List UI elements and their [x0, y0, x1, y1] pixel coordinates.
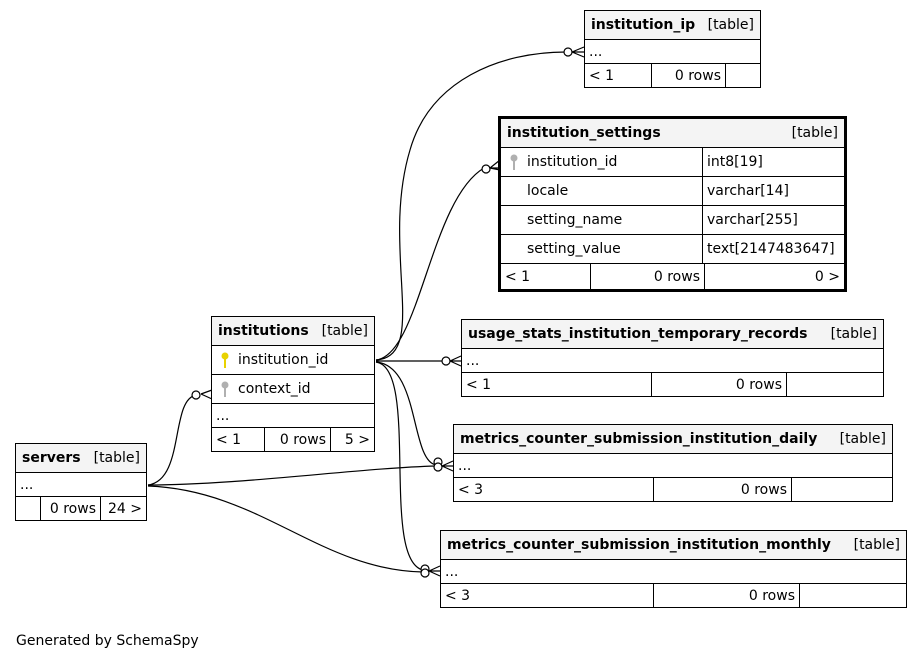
edge-servers-metrics-monthly [147, 485, 424, 573]
footer-children [799, 584, 906, 607]
column-row: institution_id int8[19] [501, 148, 844, 177]
footer-children [791, 478, 892, 501]
footer-rows: 0 rows [40, 497, 100, 520]
footer-rows: 0 rows [264, 428, 330, 451]
table-name: institution_ip [591, 17, 696, 33]
ellipsis-row: ... [212, 404, 374, 428]
column-name: institution_id [527, 154, 618, 170]
column-name: context_id [238, 381, 311, 397]
table-servers[interactable]: servers [table] ... 0 rows 24 > [15, 443, 147, 521]
edge-servers-institutions [147, 394, 197, 486]
table-header: servers [table] [16, 444, 146, 473]
edge-servers-metrics-daily [147, 465, 437, 486]
column-type: int8[19] [702, 148, 844, 176]
edge-institutions-institution-settings [375, 167, 485, 361]
footer-parents [16, 497, 40, 520]
table-type: [table] [791, 125, 838, 141]
footer-rows: 0 rows [653, 478, 791, 501]
table-type: [table] [707, 17, 754, 33]
table-name: metrics_counter_submission_institution_d… [460, 431, 818, 447]
table-header: institutions [table] [212, 317, 374, 346]
footer-children: 0 > [704, 264, 844, 289]
footer-rows: 0 rows [651, 373, 786, 396]
footer-children [786, 373, 883, 396]
column-type: varchar[14] [702, 177, 844, 205]
column-name: setting_name [527, 212, 623, 228]
table-institutions[interactable]: institutions [table] institution_id cont… [211, 316, 375, 452]
footer-children: 24 > [100, 497, 146, 520]
column-row: setting_value text[2147483647] [501, 235, 844, 264]
table-usage-stats-institution-temporary-records[interactable]: usage_stats_institution_temporary_record… [461, 319, 884, 397]
table-footer: < 3 0 rows [441, 584, 906, 607]
table-footer: < 1 0 rows 0 > [501, 264, 844, 289]
primary-key-icon [221, 352, 229, 368]
footer-parents: < 1 [505, 268, 531, 285]
table-name: institution_settings [507, 125, 661, 141]
footer-rows: 0 rows [653, 584, 799, 607]
table-name: usage_stats_institution_temporary_record… [468, 326, 808, 342]
footer-rows: 0 rows [590, 264, 704, 289]
column-name: locale [527, 183, 569, 199]
edge-institutions-metrics-monthly [375, 361, 424, 571]
ellipsis-row: ... [462, 349, 883, 373]
table-type: [table] [853, 537, 900, 553]
column-row: institution_id [212, 346, 374, 375]
table-header: institution_ip [table] [585, 11, 760, 40]
column-name: institution_id [238, 352, 329, 368]
footer-parents: < 3 [445, 587, 471, 604]
footer-children: 5 > [330, 428, 374, 451]
footer-parents: < 1 [466, 376, 492, 393]
table-footer: < 1 0 rows [462, 373, 883, 396]
column-name: setting_value [527, 241, 621, 257]
table-name: metrics_counter_submission_institution_m… [447, 537, 831, 553]
table-header: usage_stats_institution_temporary_record… [462, 320, 883, 349]
table-type: [table] [839, 431, 886, 447]
table-footer: 0 rows 24 > [16, 497, 146, 520]
table-type: [table] [93, 450, 140, 466]
edge-institutions-institution-ip [375, 51, 567, 361]
ellipsis-row: ... [454, 454, 892, 478]
table-header: metrics_counter_submission_institution_d… [454, 425, 892, 454]
table-name: servers [22, 450, 81, 466]
table-name: institutions [218, 323, 309, 339]
column-row: locale varchar[14] [501, 177, 844, 206]
edge-institutions-metrics-daily [375, 361, 437, 466]
column-row: setting_name varchar[255] [501, 206, 844, 235]
table-type: [table] [830, 326, 877, 342]
table-metrics-counter-submission-institution-daily[interactable]: metrics_counter_submission_institution_d… [453, 424, 893, 502]
table-footer: < 1 0 rows [585, 64, 760, 87]
footer-parents: < 1 [216, 431, 242, 448]
table-footer: < 1 0 rows 5 > [212, 428, 374, 451]
generated-by-label: Generated by SchemaSpy [16, 633, 199, 649]
table-institution-settings[interactable]: institution_settings [table] institution… [498, 116, 847, 292]
column-type: text[2147483647] [702, 235, 844, 263]
foreign-key-icon [510, 154, 518, 170]
footer-parents: < 3 [458, 481, 484, 498]
column-row: context_id [212, 375, 374, 404]
column-type: varchar[255] [702, 206, 844, 234]
table-type: [table] [321, 323, 368, 339]
table-header: institution_settings [table] [501, 119, 844, 148]
ellipsis-row: ... [16, 473, 146, 497]
table-footer: < 3 0 rows [454, 478, 892, 501]
ellipsis-row: ... [585, 40, 760, 64]
table-header: metrics_counter_submission_institution_m… [441, 531, 906, 560]
table-metrics-counter-submission-institution-monthly[interactable]: metrics_counter_submission_institution_m… [440, 530, 907, 608]
ellipsis-row: ... [441, 560, 906, 584]
foreign-key-icon [221, 381, 229, 397]
footer-parents: < 1 [589, 67, 615, 84]
table-institution-ip[interactable]: institution_ip [table] ... < 1 0 rows [584, 10, 761, 88]
footer-children [725, 64, 760, 87]
footer-rows: 0 rows [651, 64, 725, 87]
